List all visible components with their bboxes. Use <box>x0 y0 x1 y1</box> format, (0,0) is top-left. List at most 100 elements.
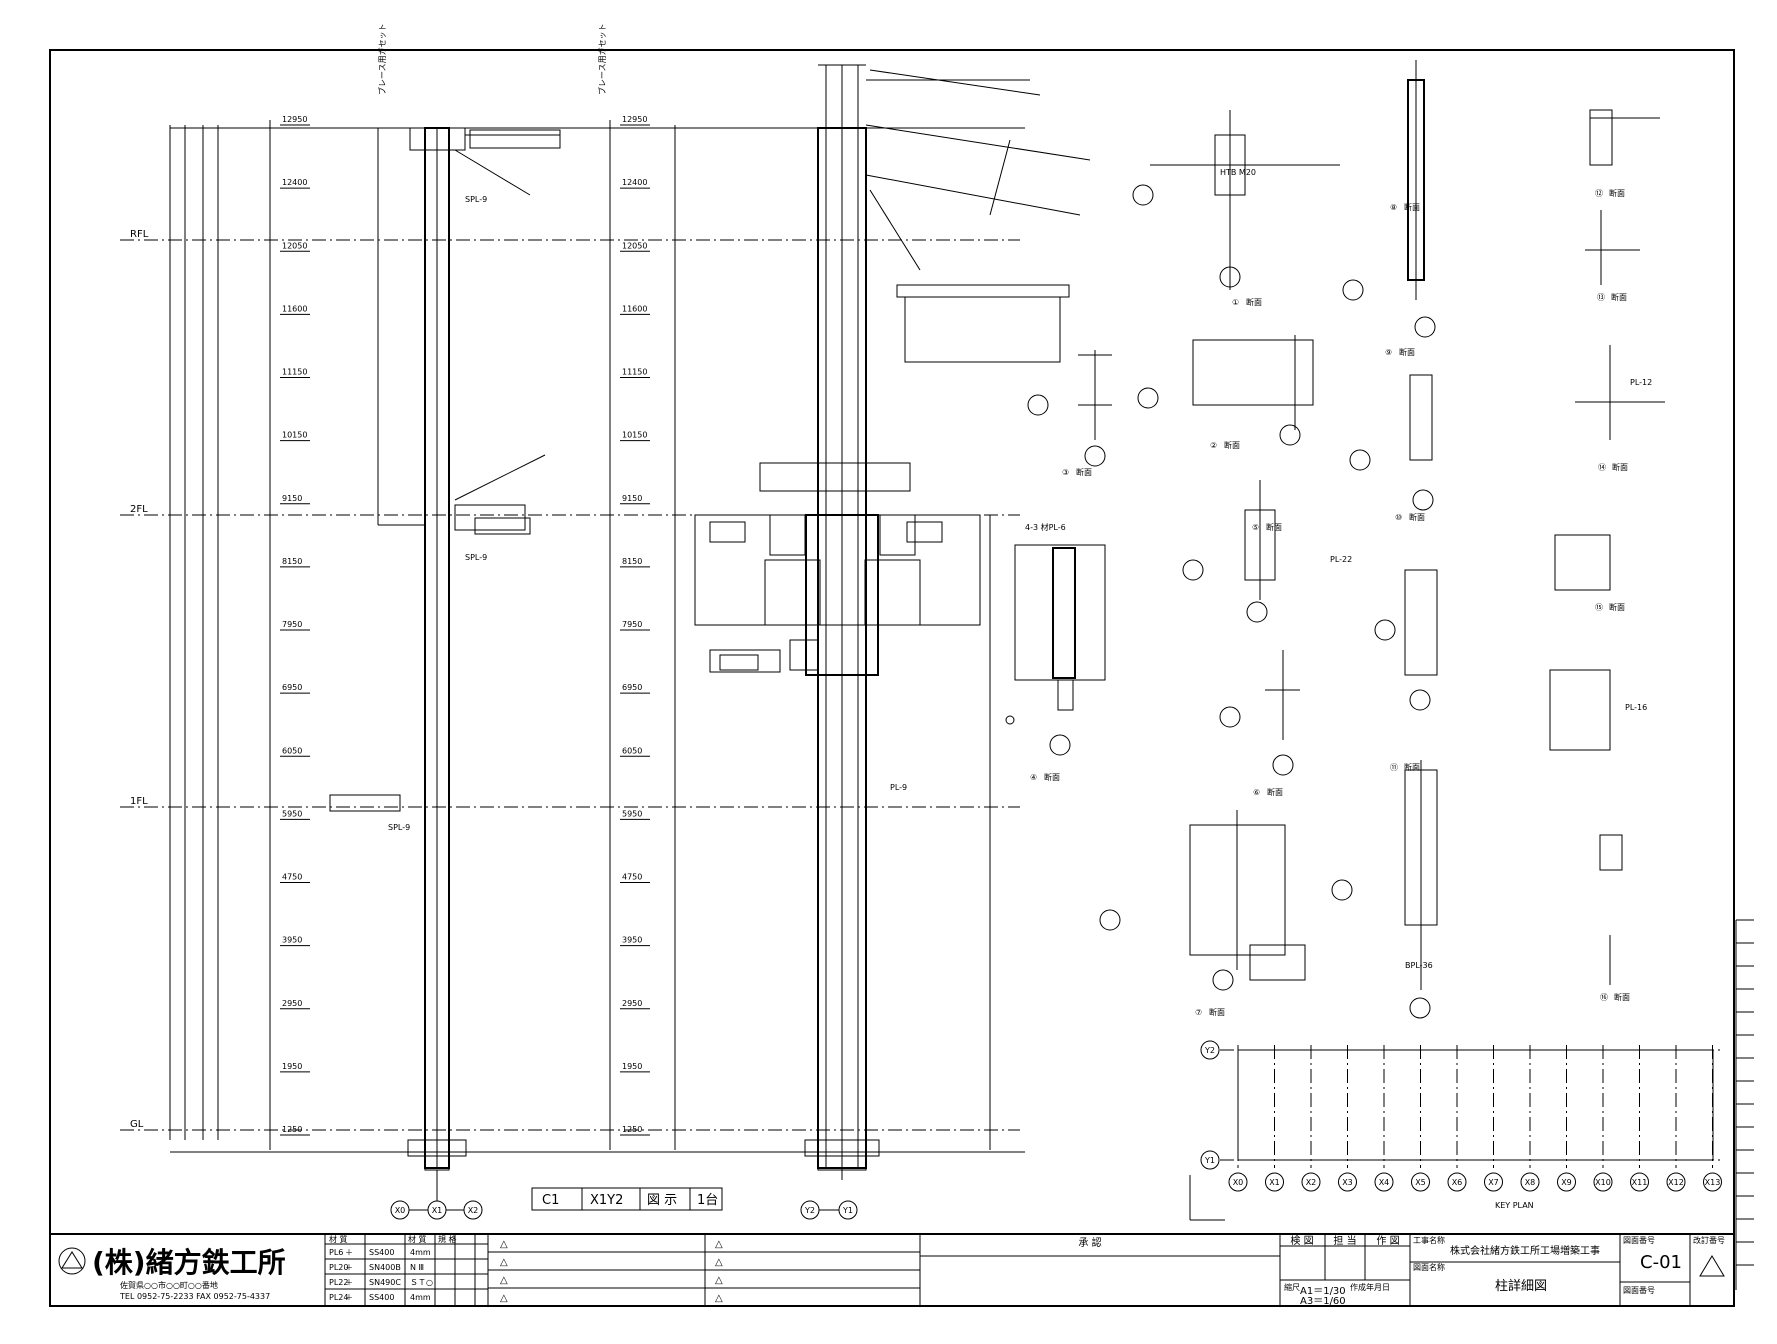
dim-value: 5950 <box>622 809 642 818</box>
revision-mark: △ <box>715 1293 723 1304</box>
materials-cell: 4mm <box>410 1293 431 1302</box>
dim-value: 12050 <box>622 241 647 250</box>
check-label-1: 検 図 <box>1290 1234 1313 1247</box>
materials-cell: SS400 <box>369 1293 394 1302</box>
elevation-a: X0 X1 X2 12950 12400 12050 11600 11150 10150 9… <box>120 23 1025 1220</box>
splice-note-b: SPL-9 <box>465 195 487 204</box>
dim-value: 1250 <box>622 1125 642 1134</box>
level-label-gl: GL <box>130 1119 144 1130</box>
brace-gusset-note-a: ブレース用ガセット <box>377 23 387 95</box>
dim-value: 10150 <box>282 431 307 440</box>
dim-value: 7950 <box>282 620 302 629</box>
dim-value: 8150 <box>622 557 642 566</box>
detail-label: ⑮ <box>1595 603 1603 612</box>
number-label: 図面番号 <box>1623 1235 1655 1245</box>
company-contact: TEL 0952-75-2233 FAX 0952-75-4337 <box>119 1292 270 1301</box>
dim-value: 4750 <box>622 873 642 882</box>
key-plan-label: X9 <box>1561 1178 1572 1187</box>
check-label-2: 担 当 <box>1333 1234 1356 1247</box>
grid-bubble-x2: X2 <box>468 1206 479 1215</box>
revision-mark: △ <box>500 1275 508 1286</box>
key-plan-y-label: Y1 <box>1204 1156 1215 1165</box>
dim-value: 12400 <box>622 178 647 187</box>
dim-value: 6950 <box>282 683 302 692</box>
detail-label: ② <box>1210 441 1217 450</box>
title-block: (株)緒方鉄工所 佐賀県○○市○○町○○番地 TEL 0952-75-2233 … <box>50 1233 1734 1307</box>
revision-mark: △ <box>715 1275 723 1286</box>
materials-cell: N Ⅲ <box>410 1263 424 1272</box>
materials-cell: PL20 <box>329 1263 348 1272</box>
detail-section-label: 断面 <box>1409 512 1425 522</box>
key-plan-bubble <box>1411 1172 1430 1192</box>
dim-value: 12950 <box>622 115 647 124</box>
detail-label: ⑧ <box>1390 203 1397 212</box>
key-plan-label: X2 <box>1306 1178 1317 1187</box>
key-plan-label: X3 <box>1342 1178 1353 1187</box>
detail-section-label: 断面 <box>1404 202 1420 212</box>
dim-value: 12050 <box>282 241 307 250</box>
drawing-name: 柱詳細図 <box>1495 1278 1547 1294</box>
date-label: 作成年月日 <box>1350 1282 1390 1292</box>
key-plan-label: X11 <box>1632 1178 1648 1187</box>
detail-label: ⑪ <box>1390 763 1398 772</box>
detail-section-label: 断面 <box>1076 467 1092 477</box>
column-mark: C1 <box>542 1193 559 1208</box>
dim-value: 1250 <box>282 1125 302 1134</box>
column-grid: X1Y2 <box>590 1193 623 1208</box>
key-plan-label: X13 <box>1705 1178 1721 1187</box>
detail-section-label: 断面 <box>1609 602 1625 612</box>
dim-value: 12950 <box>282 115 307 124</box>
scale-label: 縮尺 <box>1284 1282 1300 1292</box>
grid-bubble-x0: X0 <box>395 1206 406 1215</box>
key-plan-y-label: Y2 <box>1204 1046 1215 1055</box>
drawing-label: 図面名称 <box>1413 1262 1445 1272</box>
project-label: 工事名称 <box>1413 1235 1445 1245</box>
dim-value: 11150 <box>622 368 647 377</box>
key-plan-bubble <box>1228 1172 1248 1192</box>
key-plan-bubble <box>1447 1172 1467 1192</box>
drawing-number: C-01 <box>1640 1252 1682 1273</box>
key-plan-y-bubble <box>1200 1040 1220 1060</box>
column-tag: C1 X1Y2 図 示 1台 <box>531 1187 723 1211</box>
grid-bubble-x1: X1 <box>432 1206 443 1215</box>
detail-section-label: 断面 <box>1399 347 1415 357</box>
detail-label: ⑩ <box>1395 513 1402 522</box>
level-label-2fl: 2FL <box>130 504 148 515</box>
key-plan-label: X12 <box>1668 1178 1684 1187</box>
materials-cell: PL24 <box>329 1293 348 1302</box>
elevation-a-dim-ticks: 1295012400120501160011150101509150815079… <box>280 115 310 1136</box>
key-plan-label: X10 <box>1595 1178 1611 1187</box>
dim-value: 1950 <box>622 1062 642 1071</box>
detail-label: ⑫ <box>1595 189 1603 198</box>
company-address: 佐賀県○○市○○町○○番地 <box>120 1280 218 1290</box>
key-plan-label: X0 <box>1233 1178 1244 1187</box>
materials-cell: PL6 <box>329 1248 343 1257</box>
materials-header: 材 質 <box>329 1234 348 1244</box>
detail-label: ① <box>1232 298 1239 307</box>
dim-value: 11150 <box>282 368 307 377</box>
materials-cell: ＋ <box>345 1263 353 1272</box>
detail-label: ⑦ <box>1195 1008 1202 1017</box>
bolt-note: HTB M20 <box>1220 168 1256 177</box>
dim-value: 9150 <box>282 494 302 503</box>
dim-value: 6950 <box>622 683 642 692</box>
splice-note-a: SPL-9 <box>465 553 487 562</box>
plate-note-a: PL-9 <box>890 783 907 792</box>
key-plan-bubble <box>1593 1172 1613 1192</box>
dim-value: 1950 <box>282 1062 302 1071</box>
dim-value: 11600 <box>622 304 647 313</box>
revision-triangle-icon <box>1699 1255 1725 1277</box>
materials-cell: SN490C <box>369 1278 401 1287</box>
key-plan-bubble <box>1265 1172 1284 1192</box>
dim-value: 6050 <box>282 746 302 755</box>
detail-section-label: 断面 <box>1611 292 1627 302</box>
detail-section-label: 断面 <box>1612 462 1628 472</box>
dim-value: 3950 <box>622 936 642 945</box>
materials-cell: ＋ <box>345 1278 353 1287</box>
